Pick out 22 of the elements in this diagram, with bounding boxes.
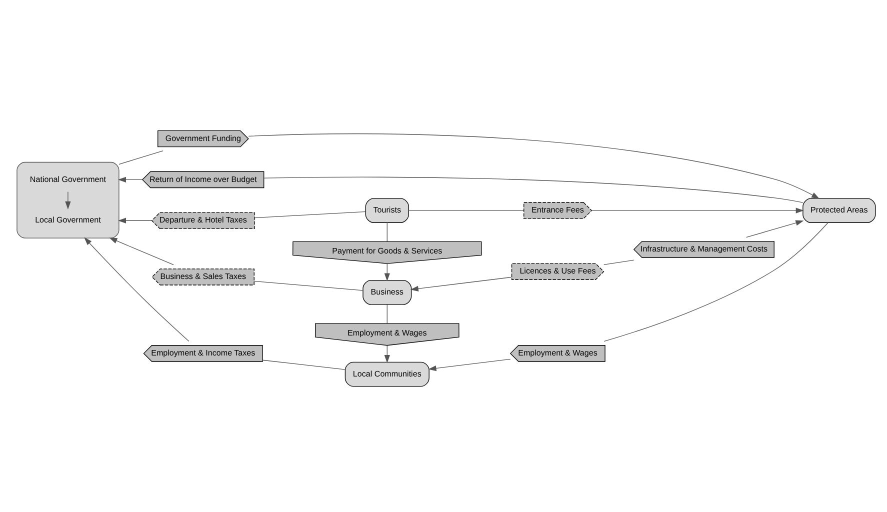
arrow	[84, 236, 190, 342]
connector	[254, 280, 364, 290]
connector	[386, 304, 388, 324]
arrow	[248, 133, 820, 198]
arrow	[384, 262, 390, 281]
arrow	[109, 237, 174, 265]
arrow	[65, 190, 71, 209]
connector	[386, 222, 388, 242]
connector	[254, 210, 366, 218]
connector	[264, 176, 804, 202]
arrow	[384, 344, 390, 363]
arrow	[118, 217, 152, 223]
arrow	[118, 176, 143, 182]
arrow	[410, 276, 512, 291]
arrow	[591, 207, 804, 213]
arrow	[746, 220, 804, 238]
arrow	[428, 358, 511, 371]
connector	[604, 222, 828, 342]
cluster	[16, 161, 120, 238]
connector	[262, 359, 346, 370]
connector	[604, 259, 634, 264]
connector	[118, 150, 164, 164]
